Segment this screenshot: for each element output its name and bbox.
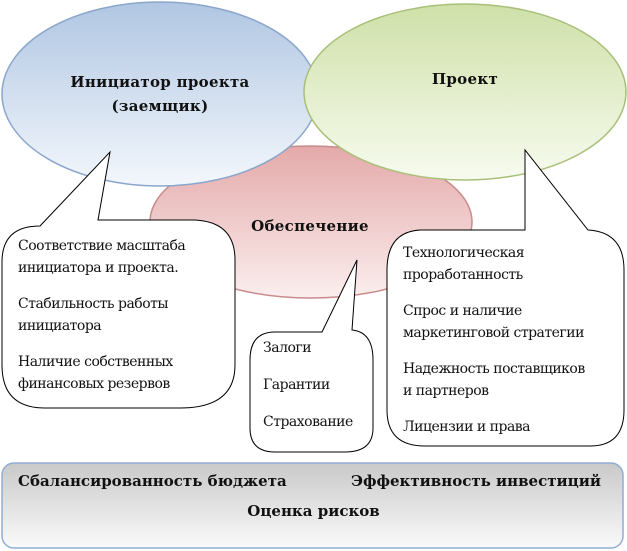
list-item: проработанность — [403, 267, 523, 283]
list-item: Страхование — [263, 414, 353, 430]
security-label: Обеспечение — [251, 217, 369, 235]
bottom-bar — [1, 462, 624, 549]
list-item: Гарантии — [263, 377, 330, 393]
list-item: Стабильность работы — [18, 296, 169, 312]
project-label: Проект — [431, 70, 499, 88]
initiator-label: Инициатор проекта (заемщик) — [60, 70, 260, 118]
initiator-label-line2: (заемщик) — [111, 97, 209, 115]
initiator-criteria: Соответствие масштаба инициатора и проек… — [18, 235, 186, 395]
initiator-callout — [1, 150, 236, 409]
list-item: Надежность поставщиков — [403, 361, 585, 377]
project-criteria: Технологическая проработанность Спрос и … — [403, 242, 585, 438]
list-item: Лицензии и права — [403, 419, 531, 435]
list-item: Технологическая — [403, 245, 525, 261]
list-item: Спрос и наличие — [403, 303, 522, 319]
list-item: и партнеров — [403, 383, 489, 399]
list-item: инициатора — [18, 318, 102, 334]
list-item: маркетинговой стратегии — [403, 325, 584, 341]
risk-assessment-label: Оценка рисков — [247, 502, 380, 520]
list-item: финансовых резервов — [18, 376, 170, 392]
project-callout — [386, 148, 625, 447]
investment-efficiency-label: Эффективность инвестиций — [351, 472, 601, 490]
list-item: Наличие собственных — [18, 354, 173, 370]
list-item: Соответствие масштаба — [18, 238, 186, 254]
security-criteria: Залоги Гарантии Страхование — [263, 337, 353, 433]
initiator-label-line1: Инициатор проекта — [70, 73, 250, 91]
budget-balance-label: Сбалансированность бюджета — [18, 472, 287, 490]
list-item: инициатора и проекта. — [18, 260, 179, 276]
list-item: Залоги — [263, 340, 312, 356]
security-callout — [249, 259, 374, 453]
project-circle — [303, 3, 627, 181]
